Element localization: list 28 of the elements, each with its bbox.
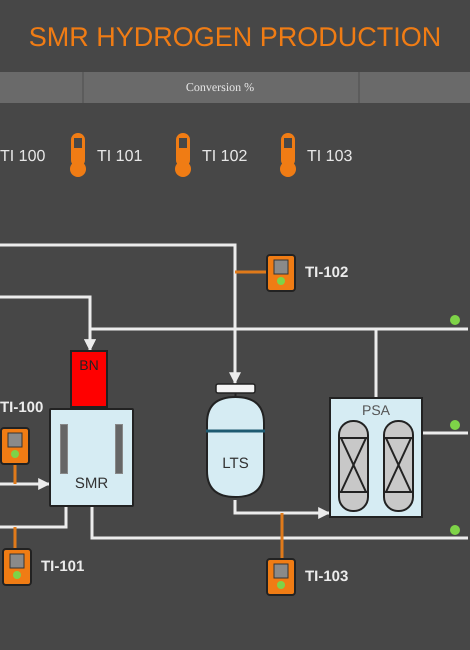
adsorber-box bbox=[329, 397, 423, 518]
signal-line bbox=[14, 527, 16, 548]
column-header: Conversion % bbox=[184, 79, 256, 96]
sensor-label: TI 100 bbox=[0, 147, 46, 167]
equipment-label: SMR bbox=[74, 474, 108, 494]
pipe-line bbox=[234, 500, 330, 519]
pipe-line bbox=[90, 507, 468, 540]
tag-label: TI-100 bbox=[0, 398, 44, 418]
tag-label: TI-103 bbox=[305, 566, 348, 587]
burner-box bbox=[70, 350, 108, 408]
reformer-box bbox=[49, 408, 134, 507]
tag-label: TI-102 bbox=[305, 262, 348, 283]
signal-line bbox=[235, 270, 266, 274]
pipe-line bbox=[0, 507, 68, 528]
sensor-label: TI 101 bbox=[97, 147, 142, 167]
pipe-line bbox=[0, 478, 50, 490]
sensor-label: TI 103 bbox=[307, 147, 352, 167]
signal-line bbox=[280, 513, 284, 558]
equipment-label: PSA bbox=[362, 401, 390, 419]
burner-label: BN bbox=[79, 358, 99, 375]
sensor-label: TI 102 bbox=[202, 147, 248, 167]
tag-label: TI-101 bbox=[41, 556, 84, 577]
pipe-line bbox=[374, 328, 468, 397]
pipe-line bbox=[0, 244, 241, 384]
title: SMR HYDROGEN PRODUCTION bbox=[28, 21, 442, 54]
equipment-label: LTS bbox=[222, 454, 249, 474]
signal-line bbox=[14, 465, 16, 484]
pipe-line bbox=[423, 432, 468, 434]
